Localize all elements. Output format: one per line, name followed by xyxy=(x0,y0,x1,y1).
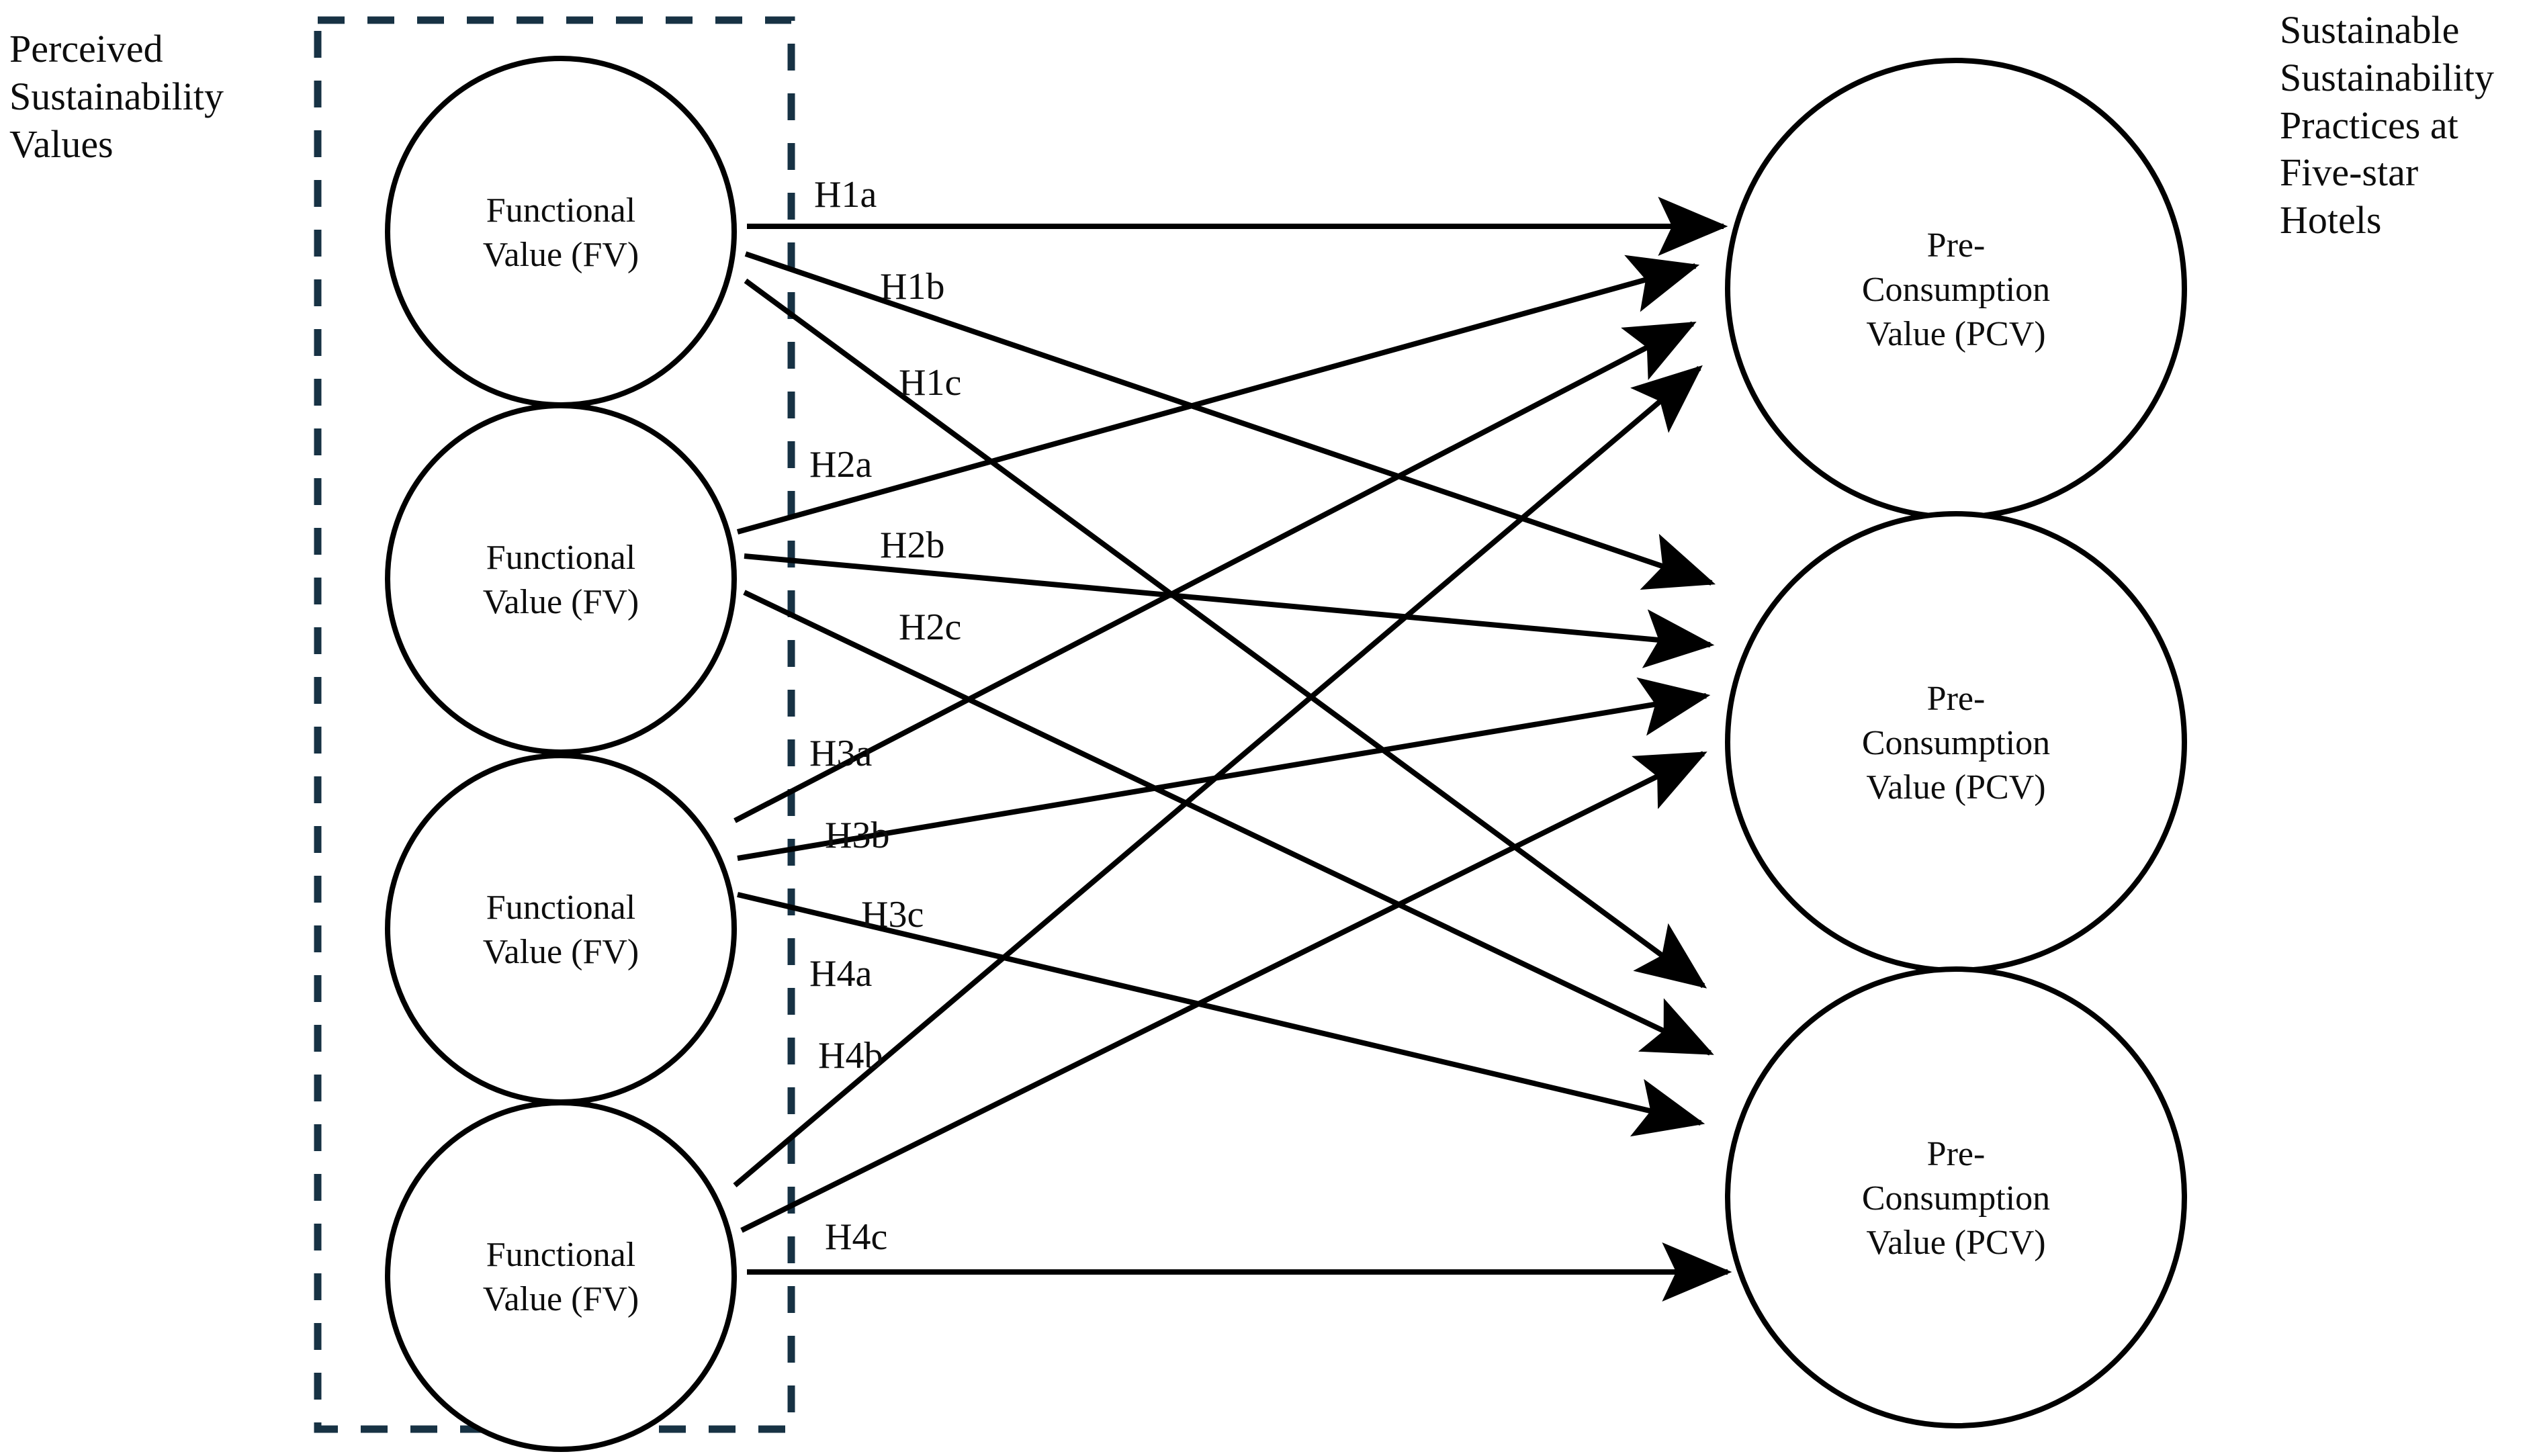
edge-h1b[interactable] xyxy=(744,251,1716,590)
edge-label-h1c: H1c xyxy=(899,362,962,404)
node-fv1-label-line-1: Value (FV) xyxy=(483,236,639,274)
edge-label-h2a: H2a xyxy=(809,444,873,486)
node-fv4-label-line-1: Value (FV) xyxy=(483,1280,639,1318)
left-group-label: Perceived Sustainability Values xyxy=(9,27,224,166)
edge-h3c[interactable] xyxy=(737,892,1705,1137)
edge-label-h1b: H1b xyxy=(880,266,945,308)
node-pcv3-label-line-1: Consumption xyxy=(1862,1179,2050,1218)
edge-label-h1a: H1a xyxy=(814,174,877,216)
hypothesis-edges xyxy=(733,197,1732,1302)
node-pcv3-label-line-0: Pre- xyxy=(1927,1135,1986,1173)
node-fv2-label-line-1: Value (FV) xyxy=(483,583,639,621)
node-pcv3-label-line-2: Value (PCV) xyxy=(1866,1224,2045,1262)
node-pcv1-label-line-0: Pre- xyxy=(1927,226,1986,265)
edge-label-h4c: H4c xyxy=(825,1216,888,1258)
edge-h4b[interactable] xyxy=(740,751,1707,1233)
edge-h2b[interactable] xyxy=(744,553,1715,668)
node-fv3-label-line-0: Functional xyxy=(486,889,635,927)
node-fv1[interactable] xyxy=(385,56,737,408)
edge-label-h4a: H4a xyxy=(809,953,873,995)
node-fv1-label-line-0: Functional xyxy=(486,191,635,230)
edge-h1c[interactable] xyxy=(744,278,1707,989)
edge-label-h3b: H3b xyxy=(825,815,890,856)
edge-h2a[interactable] xyxy=(736,255,1700,535)
node-pcv1-label-line-2: Value (PCV) xyxy=(1866,315,2045,353)
node-fv3-label-line-1: Value (FV) xyxy=(483,933,639,971)
node-fv2[interactable] xyxy=(385,403,737,755)
node-fv2-label-line-0: Functional xyxy=(486,539,635,577)
right-group-label: Sustainable Sustainability Practices at … xyxy=(2280,8,2494,242)
node-pcv1-label-line-1: Consumption xyxy=(1862,271,2050,309)
edge-label-h3c: H3c xyxy=(861,894,924,936)
node-pcv3[interactable] xyxy=(1725,966,2187,1428)
edge-h3b[interactable] xyxy=(737,677,1711,861)
edge-h4a[interactable] xyxy=(733,365,1703,1188)
node-pcv2-label-line-1: Consumption xyxy=(1862,724,2050,762)
edge-label-h4b: H4b xyxy=(818,1035,883,1077)
node-fv3[interactable] xyxy=(385,753,737,1105)
node-fv4[interactable] xyxy=(385,1100,737,1452)
edge-label-h3a: H3a xyxy=(809,733,873,774)
node-pcv2-label-line-2: Value (PCV) xyxy=(1866,768,2045,807)
edge-label-h2b: H2b xyxy=(880,525,945,566)
edge-h3a[interactable] xyxy=(734,321,1697,823)
edge-label-h2c: H2c xyxy=(899,606,962,648)
node-pcv2-label-line-0: Pre- xyxy=(1927,680,1986,718)
node-fv4-label-line-0: Functional xyxy=(486,1236,635,1274)
edge-h2c[interactable] xyxy=(743,590,1714,1056)
